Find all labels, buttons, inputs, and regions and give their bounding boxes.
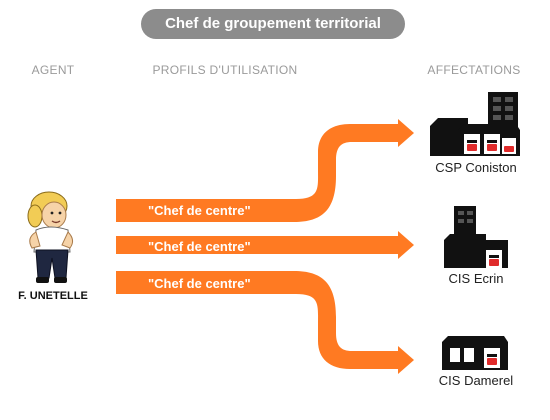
assignment-label-1: CSP Coniston — [435, 160, 517, 175]
profile-label: "Chef de centre" — [148, 203, 251, 218]
arrow-to-station-2 — [116, 231, 414, 259]
column-header-agent: AGENT — [31, 63, 75, 77]
assignment-label-2: CIS Ecrin — [448, 271, 504, 286]
agent-name: F. UNETELLE — [18, 290, 88, 302]
profile-label: "Chef de centre" — [148, 239, 251, 254]
column-header-profiles: PROFILS D'UTILISATION — [152, 63, 298, 77]
fire-station-large-icon — [428, 90, 522, 163]
page-title: Chef de groupement territorial — [141, 9, 405, 39]
arrow-to-station-1 — [116, 119, 414, 222]
fire-station-medium-icon — [442, 204, 510, 275]
arrow-to-station-3 — [116, 271, 414, 374]
firefighter-avatar-icon — [22, 190, 78, 291]
profile-label: "Chef de centre" — [148, 276, 251, 291]
column-header-assignments: AFFECTATIONS — [427, 63, 521, 77]
assignment-label-3: CIS Damerel — [438, 373, 514, 388]
fire-station-small-icon — [440, 334, 510, 377]
